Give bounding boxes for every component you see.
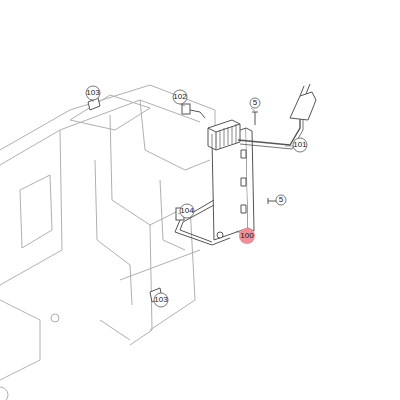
power-board xyxy=(208,120,254,240)
mains-plug xyxy=(290,84,316,120)
callout-number: 103 xyxy=(154,296,167,304)
clips-and-screws xyxy=(88,98,278,302)
machine-frame xyxy=(0,85,215,400)
callout-number: 102 xyxy=(173,93,186,101)
callout-number: 103 xyxy=(86,89,99,97)
callout-circles xyxy=(86,86,307,307)
callout-number: 100 xyxy=(240,232,253,240)
callout-number: 104 xyxy=(180,207,193,215)
callout-number: 5 xyxy=(253,99,257,107)
callout-number: 5 xyxy=(279,196,283,204)
wiring-harness xyxy=(175,104,230,245)
callout-number: 101 xyxy=(293,141,306,149)
leader-lines xyxy=(93,100,293,294)
